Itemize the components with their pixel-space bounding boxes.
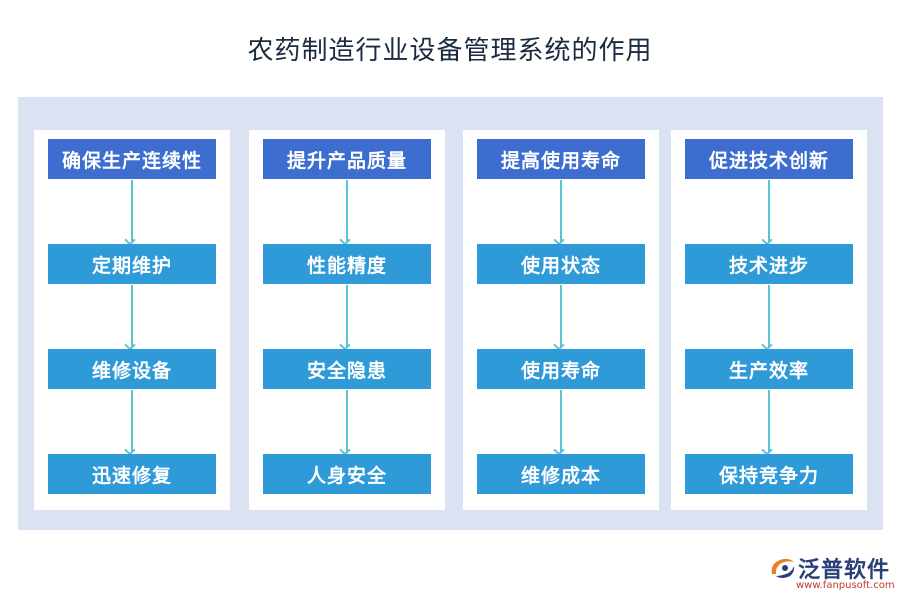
- flow-arrow: [131, 180, 133, 243]
- step-box: 技术进步: [685, 244, 853, 284]
- step-box: 保持竞争力: [685, 454, 853, 494]
- flow-arrow: [560, 180, 562, 243]
- step-box: 迅速修复: [48, 454, 216, 494]
- flow-arrow: [560, 285, 562, 348]
- step-box: 安全隐患: [263, 349, 431, 389]
- step-box: 定期维护: [48, 244, 216, 284]
- logo-name: 泛普软件: [798, 558, 891, 583]
- flow-arrow: [131, 285, 133, 348]
- brand-logo: 泛普软件 www.fanpusoft.com: [768, 552, 895, 596]
- flow-arrow: [346, 390, 348, 453]
- column-production-continuity: 确保生产连续性 定期维护 维修设备 迅速修复: [34, 130, 230, 510]
- step-box: 维修设备: [48, 349, 216, 389]
- column-tech-innovation: 促进技术创新 技术进步 生产效率 保持竞争力: [671, 130, 867, 510]
- step-box: 性能精度: [263, 244, 431, 284]
- flow-arrow: [346, 180, 348, 243]
- diagram-title: 农药制造行业设备管理系统的作用: [247, 36, 653, 66]
- column-service-life: 提高使用寿命 使用状态 使用寿命 维修成本: [463, 130, 659, 510]
- step-box: 维修成本: [477, 454, 645, 494]
- column-product-quality: 提升产品质量 性能精度 安全隐患 人身安全: [249, 130, 445, 510]
- flow-arrow: [768, 180, 770, 243]
- flow-arrow: [346, 285, 348, 348]
- flow-arrow: [560, 390, 562, 453]
- column-header: 提高使用寿命: [477, 139, 645, 179]
- flow-arrow: [768, 285, 770, 348]
- column-header: 确保生产连续性: [48, 139, 216, 179]
- column-header: 提升产品质量: [263, 139, 431, 179]
- step-box: 使用寿命: [477, 349, 645, 389]
- flow-arrow: [768, 390, 770, 453]
- logo-url: www.fanpusoft.com: [796, 580, 895, 591]
- step-box: 人身安全: [263, 454, 431, 494]
- step-box: 生产效率: [685, 349, 853, 389]
- fanpu-logo-icon: [771, 558, 795, 578]
- step-box: 使用状态: [477, 244, 645, 284]
- flow-arrow: [131, 390, 133, 453]
- column-header: 促进技术创新: [685, 139, 853, 179]
